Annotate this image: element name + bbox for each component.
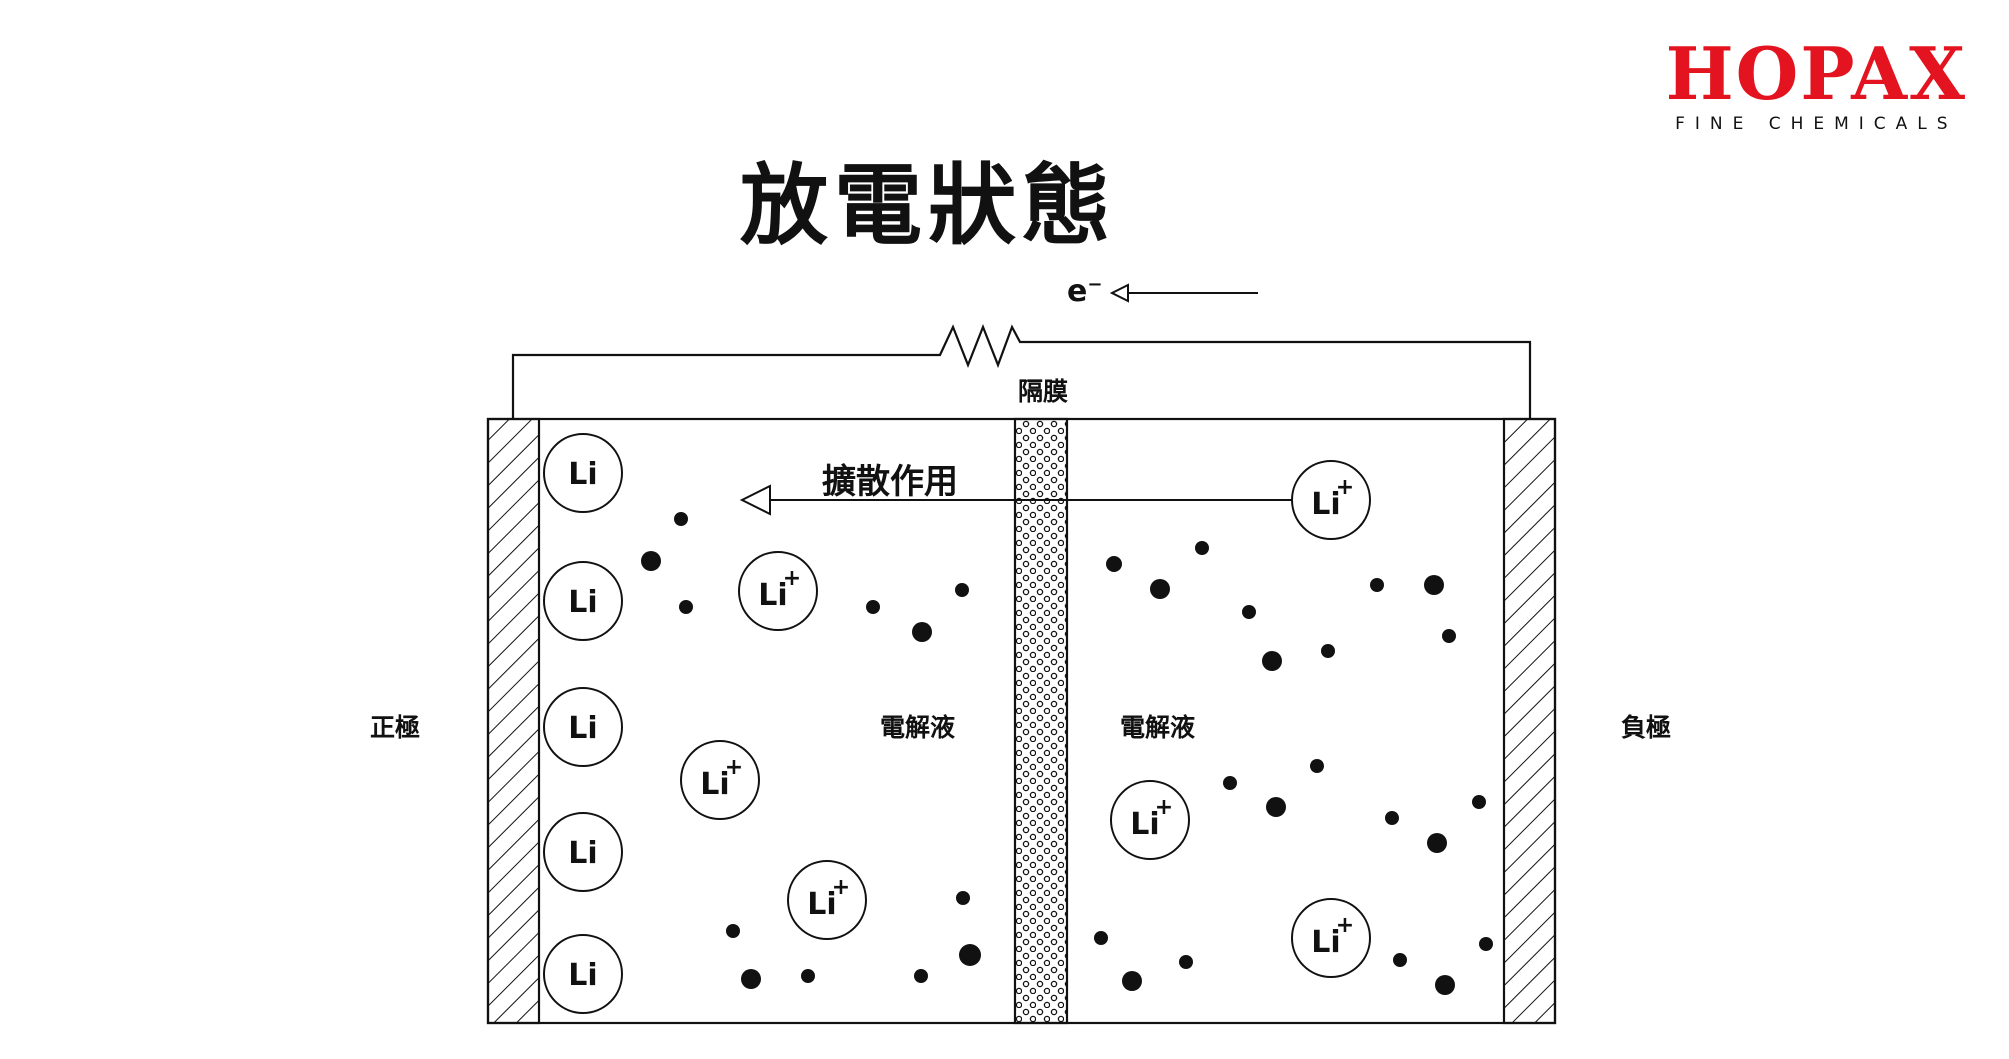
electrolyte-particle <box>801 969 815 983</box>
li-ion: Li+ <box>738 551 818 631</box>
electron-symbol: e <box>1067 274 1088 309</box>
electrolyte-particle <box>1370 578 1384 592</box>
ion-circle <box>680 740 760 820</box>
ion-circle <box>738 551 818 631</box>
electrolyte-particle <box>1262 651 1282 671</box>
electrolyte-particle <box>1242 605 1256 619</box>
ion-label: Li <box>1311 925 1340 960</box>
ion-charge: + <box>832 875 850 900</box>
electrolyte-particle <box>1385 811 1399 825</box>
electrolyte-particle <box>1122 971 1142 991</box>
li-ion: Li+ <box>680 740 760 820</box>
li-ion: Li+ <box>1291 898 1371 978</box>
cathode-li-atom: Li <box>543 433 623 513</box>
diffusion-label: 擴散作用 <box>822 462 958 502</box>
cathode-label: 正極 <box>370 713 421 742</box>
diffusion-arrow-head <box>739 484 771 516</box>
cathode-li-atom: Li <box>543 687 623 767</box>
electrolyte-particle <box>1424 575 1444 595</box>
page-title: 放電狀態 <box>739 154 1116 257</box>
hopax-logo: HOPAX FINE CHEMICALS <box>1665 31 1967 135</box>
ion-label: Li <box>807 887 836 922</box>
electrolyte-particle <box>1150 579 1170 599</box>
electrolyte-particle <box>1393 953 1407 967</box>
electrolyte-particle <box>679 600 693 614</box>
electrolyte-particle <box>726 924 740 938</box>
logo-name: HOPAX <box>1665 31 1967 116</box>
atom-circle <box>543 433 623 513</box>
electrolyte-particle <box>956 891 970 905</box>
electrolyte-particle <box>1106 556 1122 572</box>
cathode-li-atom: Li <box>543 812 623 892</box>
ion-charge: + <box>1155 795 1173 820</box>
ion-label: Li <box>1311 487 1340 522</box>
electron-label: e− <box>1067 274 1102 309</box>
atom-label: Li <box>568 958 597 993</box>
electrolyte-particle <box>959 944 981 966</box>
lithium-ions: Li+Li+Li+Li+Li+Li+ <box>680 460 1371 978</box>
electrolyte-particles <box>641 512 1493 995</box>
electrolyte-left-label: 電解液 <box>880 713 956 742</box>
ion-charge: + <box>783 566 801 591</box>
electrolyte-particle <box>741 969 761 989</box>
atom-label: Li <box>568 457 597 492</box>
li-ion: Li+ <box>1291 460 1371 540</box>
li-ion: Li+ <box>1110 780 1190 860</box>
electrolyte-particle <box>1094 931 1108 945</box>
electrolyte-particle <box>1427 833 1447 853</box>
electrolyte-particle <box>955 583 969 597</box>
ion-label: Li <box>700 767 729 802</box>
ion-circle <box>787 860 867 940</box>
ion-circle <box>1291 460 1371 540</box>
electrolyte-particle <box>1223 776 1237 790</box>
ion-circle <box>1110 780 1190 860</box>
atom-label: Li <box>568 711 597 746</box>
ion-circle <box>1291 898 1371 978</box>
electron-charge: − <box>1087 274 1103 295</box>
electrolyte-particle <box>1195 541 1209 555</box>
atom-circle <box>543 561 623 641</box>
anode-plate <box>1502 417 1557 1025</box>
ion-label: Li <box>758 578 787 613</box>
ion-charge: + <box>1336 913 1354 938</box>
cathode-li-atom: Li <box>543 934 623 1014</box>
cathode-plate <box>486 417 541 1025</box>
ion-charge: + <box>1336 475 1354 500</box>
electrolyte-particle <box>1321 644 1335 658</box>
atom-circle <box>543 687 623 767</box>
electrolyte-particle <box>912 622 932 642</box>
electron-arrow-head <box>1109 283 1129 303</box>
ion-label: Li <box>1130 807 1159 842</box>
electrolyte-particle <box>866 600 880 614</box>
ion-charge: + <box>725 755 743 780</box>
electrolyte-particle <box>1266 797 1286 817</box>
li-ion: Li+ <box>787 860 867 940</box>
separator-membrane <box>1013 417 1069 1025</box>
electrolyte-particle <box>1435 975 1455 995</box>
atom-label: Li <box>568 585 597 620</box>
anode-label: 負極 <box>1621 713 1672 742</box>
cathode-li-atom: Li <box>543 561 623 641</box>
atom-circle <box>543 934 623 1014</box>
external-circuit-wire <box>511 324 1532 418</box>
electrolyte-particle <box>1479 937 1493 951</box>
electrolyte-particle <box>1472 795 1486 809</box>
electrolyte-particle <box>1310 759 1324 773</box>
atom-label: Li <box>568 836 597 871</box>
electrolyte-particle <box>1179 955 1193 969</box>
electrolyte-particle <box>914 969 928 983</box>
electrolyte-particle <box>641 551 661 571</box>
electrolyte-particle <box>674 512 688 526</box>
electrolyte-right-label: 電解液 <box>1120 713 1196 742</box>
electrolyte-particle <box>1442 629 1456 643</box>
logo-tagline: FINE CHEMICALS <box>1675 114 1958 134</box>
atom-circle <box>543 812 623 892</box>
separator-label: 隔膜 <box>1018 377 1069 406</box>
